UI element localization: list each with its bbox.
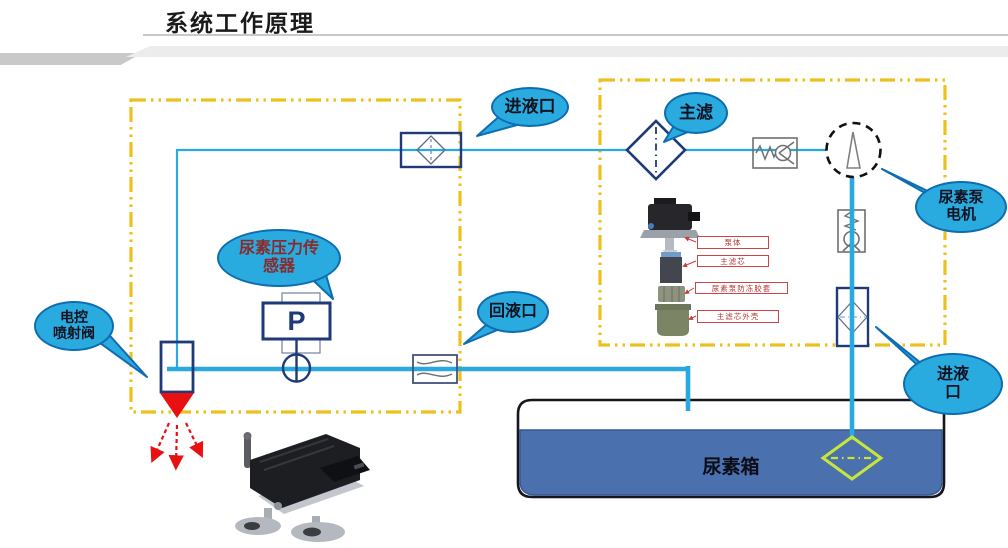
urea-tank-label: 尿素箱 <box>702 457 760 478</box>
pressure-sensor-letter: P <box>287 305 306 336</box>
throttle-symbol <box>412 354 458 384</box>
page-title: 系统工作原理 <box>165 10 315 36</box>
callout-pressure-sensor: 尿素压力传 感器 <box>217 229 341 287</box>
pressure-sensor-symbol <box>261 292 332 383</box>
injector-photo <box>235 432 370 542</box>
urea-tank-liquid <box>519 429 943 496</box>
pump-part-label-body: 泵体 <box>697 236 769 249</box>
callout-pump-motor: 尿素泵 电机 <box>915 181 1007 233</box>
injector-symbol <box>159 340 195 418</box>
pump-part-label-antifreeze-sleeve: 尿素泵防冻胶套 <box>695 282 788 294</box>
pump-motor-symbol <box>825 121 882 179</box>
title-underline <box>143 34 1008 36</box>
spray-arrows <box>150 422 204 471</box>
callout-injector-valve: 电控 喷射阀 <box>34 301 114 351</box>
callout-tank-inlet: 进液 口 <box>903 353 1003 415</box>
pump-part-label-filter-element: 主滤芯 <box>697 255 769 267</box>
header-swoosh-light <box>126 46 1008 57</box>
callout-main-filter: 主滤 <box>664 92 728 134</box>
inlet-filter-symbol <box>399 131 463 169</box>
header-swoosh-dark <box>0 53 142 65</box>
callout-return-port: 回液口 <box>477 291 549 333</box>
tank-inlet-filter-symbol <box>820 435 884 481</box>
pump-exploded-photo: 泵体 主滤芯 尿素泵防冻胶套 主滤芯外壳 <box>638 196 810 342</box>
urea-tank <box>516 398 946 499</box>
pressure-sensor-port-symbol <box>281 353 312 383</box>
callout-inlet-top: 进液口 <box>491 87 569 127</box>
pump-exploded-illustration <box>640 198 700 336</box>
pump-part-label-filter-housing: 主滤芯外壳 <box>697 310 779 323</box>
check-valve-symbol <box>752 137 798 169</box>
dosing-module-box <box>129 98 462 414</box>
